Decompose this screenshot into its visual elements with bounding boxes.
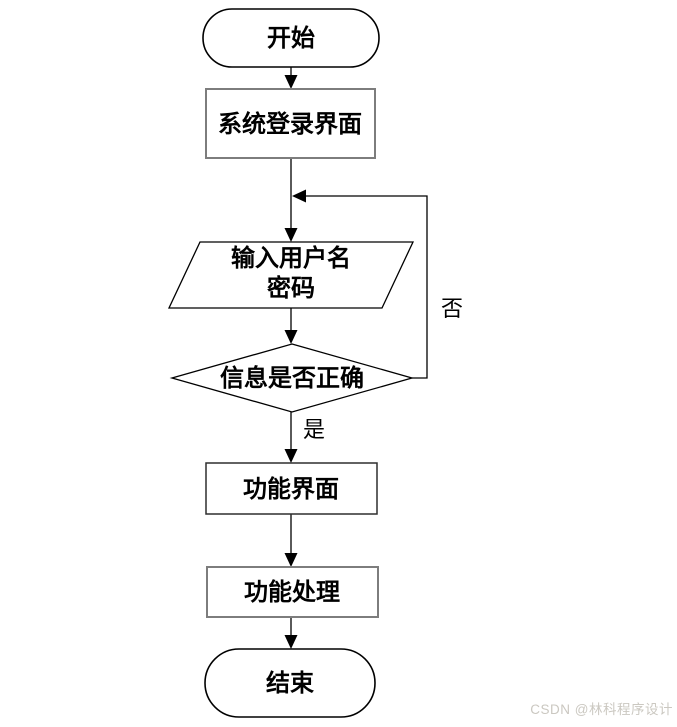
arrowhead-into-input xyxy=(284,228,298,242)
arrowhead-into-function-process xyxy=(284,553,298,567)
function-screen-label: 功能界面 xyxy=(243,475,339,503)
function-screen-rect xyxy=(205,462,378,515)
arrowhead-into-login xyxy=(284,75,298,89)
input-label-line1: 输入用户名 xyxy=(231,244,351,272)
node-function-screen: 功能界面 xyxy=(205,462,378,515)
node-check-info: 信息是否正确 xyxy=(169,343,415,413)
login-screen-label: 系统登录界面 xyxy=(218,110,362,138)
arrowhead-into-decision xyxy=(284,330,298,344)
node-input-credentials: 输入用户名 密码 xyxy=(167,241,415,309)
node-login-screen: 系统登录界面 xyxy=(205,88,376,159)
edge-no-feedback-loop xyxy=(306,195,428,379)
start-label: 开始 xyxy=(267,25,315,52)
branch-label-no: 否 xyxy=(441,296,463,321)
decision-label: 信息是否正确 xyxy=(220,364,364,392)
end-label: 结束 xyxy=(266,670,315,697)
node-end: 结束 xyxy=(204,648,376,718)
watermark-text: CSDN @林科程序设计 xyxy=(530,702,673,717)
node-start: 开始 xyxy=(202,8,380,68)
edges xyxy=(284,67,428,649)
function-process-rect xyxy=(206,566,379,618)
decision-diamond-shape xyxy=(169,343,415,413)
node-function-process: 功能处理 xyxy=(206,566,379,618)
input-parallelogram-shape xyxy=(167,241,415,309)
arrowhead-into-function-screen xyxy=(284,449,298,463)
input-label-line2: 密码 xyxy=(267,274,315,302)
function-process-label: 功能处理 xyxy=(244,578,340,606)
arrowhead-into-end xyxy=(284,635,298,649)
end-terminator-shape xyxy=(204,648,376,718)
branch-label-yes: 是 xyxy=(303,417,325,442)
start-terminator-shape xyxy=(202,8,380,68)
arrowhead-feedback-left xyxy=(292,189,306,203)
login-screen-rect xyxy=(205,88,376,159)
